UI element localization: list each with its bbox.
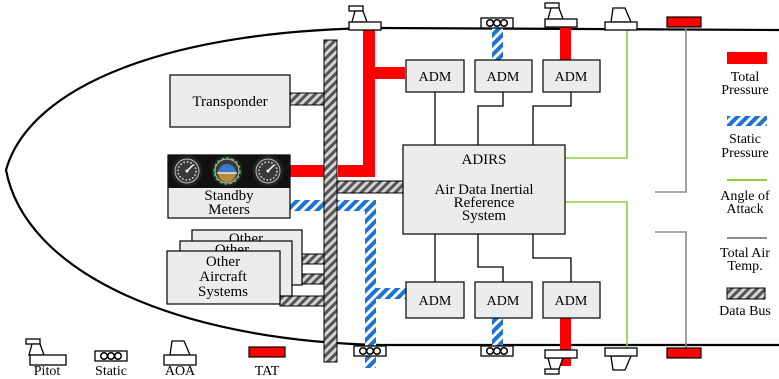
total-pressure-lines: [290, 22, 571, 366]
adirs-block: ADIRS Air Data Inertial Reference System: [402, 144, 566, 235]
total-air-temp-lines: [655, 28, 687, 350]
tat-probe-icon: [666, 16, 702, 28]
sensor-key: Pitot Static AOA TAT: [25, 338, 286, 379]
transponder-block: Transponder: [169, 74, 291, 128]
legend-total-line2: Pressure: [721, 83, 768, 98]
legend-total-pressure-swatch: [727, 52, 767, 64]
aoa-vane-icon: [163, 340, 197, 366]
legend: Total Pressure Static Pressure Angle of …: [719, 52, 771, 319]
static-port-icon: [480, 345, 514, 357]
pitot-probe-icon: [25, 338, 67, 366]
fuselage-outline: [4, 26, 779, 347]
transponder-label: Transponder: [192, 94, 267, 110]
legend-total-line1: Total: [731, 70, 760, 85]
adm-module: ADM: [474, 281, 533, 319]
adm-label: ADM: [419, 294, 452, 309]
adm-module: ADM: [405, 59, 465, 93]
other-aircraft-systems-stack: Other Other Other Aircraft Systems: [166, 229, 303, 305]
adm-module: ADM: [474, 59, 533, 93]
key-static-label: Static: [95, 364, 127, 379]
key-tat-label: TAT: [255, 364, 280, 379]
standby-gauge-icon: [211, 155, 243, 187]
key-aoa-label: AOA: [165, 364, 196, 379]
aoa-vane-icon: [604, 7, 638, 31]
standby-gauge-icon: [170, 154, 204, 188]
legend-static-pressure-swatch: [727, 116, 767, 126]
adm-module: ADM: [542, 281, 601, 319]
legend-tat-line1: Total Air: [720, 246, 770, 261]
other-systems-line3: Systems: [198, 284, 248, 300]
adirs-line1: Air Data Inertial: [434, 182, 533, 198]
standby-meters-block: Standby Meters: [167, 154, 291, 219]
adm-module: ADM: [405, 281, 465, 319]
standby-gauge-icon: [251, 154, 285, 188]
legend-tat-line2: Temp.: [727, 259, 762, 274]
static-port-icon: [353, 345, 387, 357]
legend-data-bus-swatch: [726, 287, 766, 300]
pitot-probe-icon: [544, 349, 578, 375]
standby-label-line1: Standby: [204, 188, 254, 204]
legend-aoa-line2: Attack: [726, 202, 763, 217]
key-pitot-label: Pitot: [34, 364, 61, 379]
legend-aoa-line1: Angle of: [720, 189, 770, 204]
other-systems-line2: Aircraft: [199, 269, 247, 285]
adm-label: ADM: [487, 70, 520, 85]
tat-probe-icon: [248, 346, 286, 358]
pitot-probe-icon: [348, 5, 382, 31]
adm-module: ADM: [542, 59, 601, 93]
adm-label: ADM: [555, 70, 588, 85]
other-systems-line1: Other: [206, 254, 240, 270]
static-port-icon: [94, 350, 128, 362]
data-bus: [279, 39, 404, 363]
legend-static-line1: Static: [729, 132, 761, 147]
pitot-probe-icon: [544, 2, 578, 28]
adm-label: ADM: [555, 294, 588, 309]
adirs-line3: System: [462, 208, 507, 224]
standby-label-line2: Meters: [208, 202, 250, 218]
static-port-icon: [480, 17, 514, 29]
legend-bus-label: Data Bus: [719, 304, 771, 319]
adirs-title: ADIRS: [461, 152, 506, 168]
angle-of-attack-lines: [565, 24, 628, 354]
static-pressure-lines: [289, 28, 503, 368]
adirs-line2: Reference: [454, 195, 515, 211]
legend-static-line2: Pressure: [721, 146, 768, 161]
adm-label: ADM: [487, 294, 520, 309]
tat-probe-icon: [666, 347, 702, 359]
adm-label: ADM: [419, 70, 452, 85]
adm-wires: [434, 92, 572, 282]
aoa-vane-icon: [604, 347, 638, 371]
